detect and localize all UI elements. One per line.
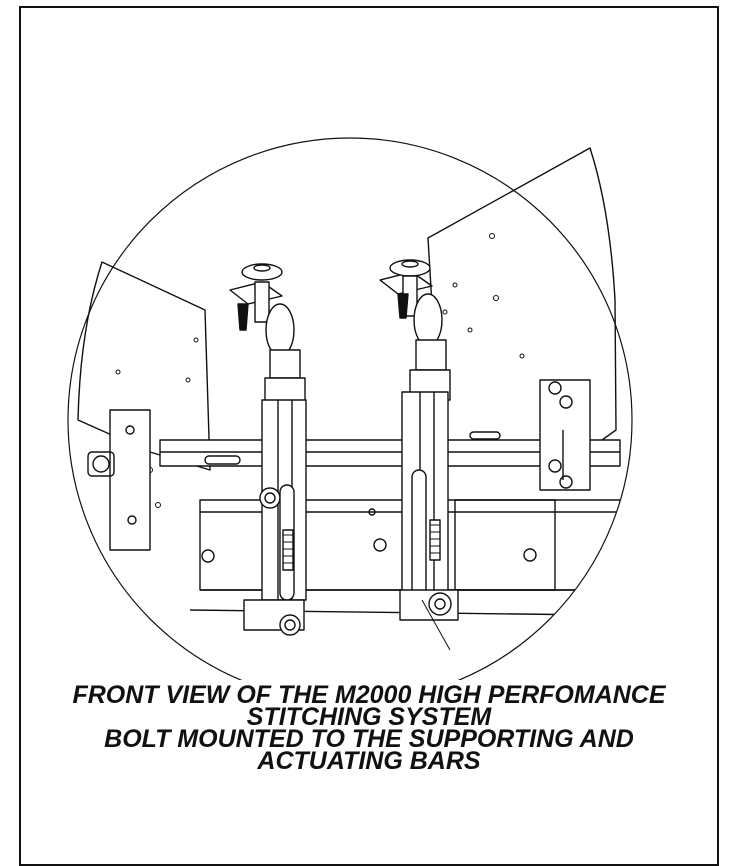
- caption-line-1: FRONT VIEW OF THE M2000 HIGH PERFOMANCE: [72, 681, 666, 709]
- caption-line-4: ACTUATING BARS: [257, 747, 481, 775]
- stitching-system-drawing: [67, 137, 633, 680]
- plate-holes: [115, 233, 525, 508]
- left-stitching-head: [229, 263, 307, 636]
- detail-circle: [67, 137, 633, 680]
- right-stitching-head: [379, 259, 459, 651]
- left-mount: [87, 409, 151, 551]
- right-bracket: [539, 379, 591, 491]
- caption-line-3: BOLT MOUNTED TO THE SUPPORTING AND: [104, 725, 634, 753]
- caption-line-2: STITCHING SYSTEM: [246, 703, 492, 731]
- figure-caption: FRONT VIEW OF THE M2000 HIGH PERFOMANCE …: [19, 681, 719, 775]
